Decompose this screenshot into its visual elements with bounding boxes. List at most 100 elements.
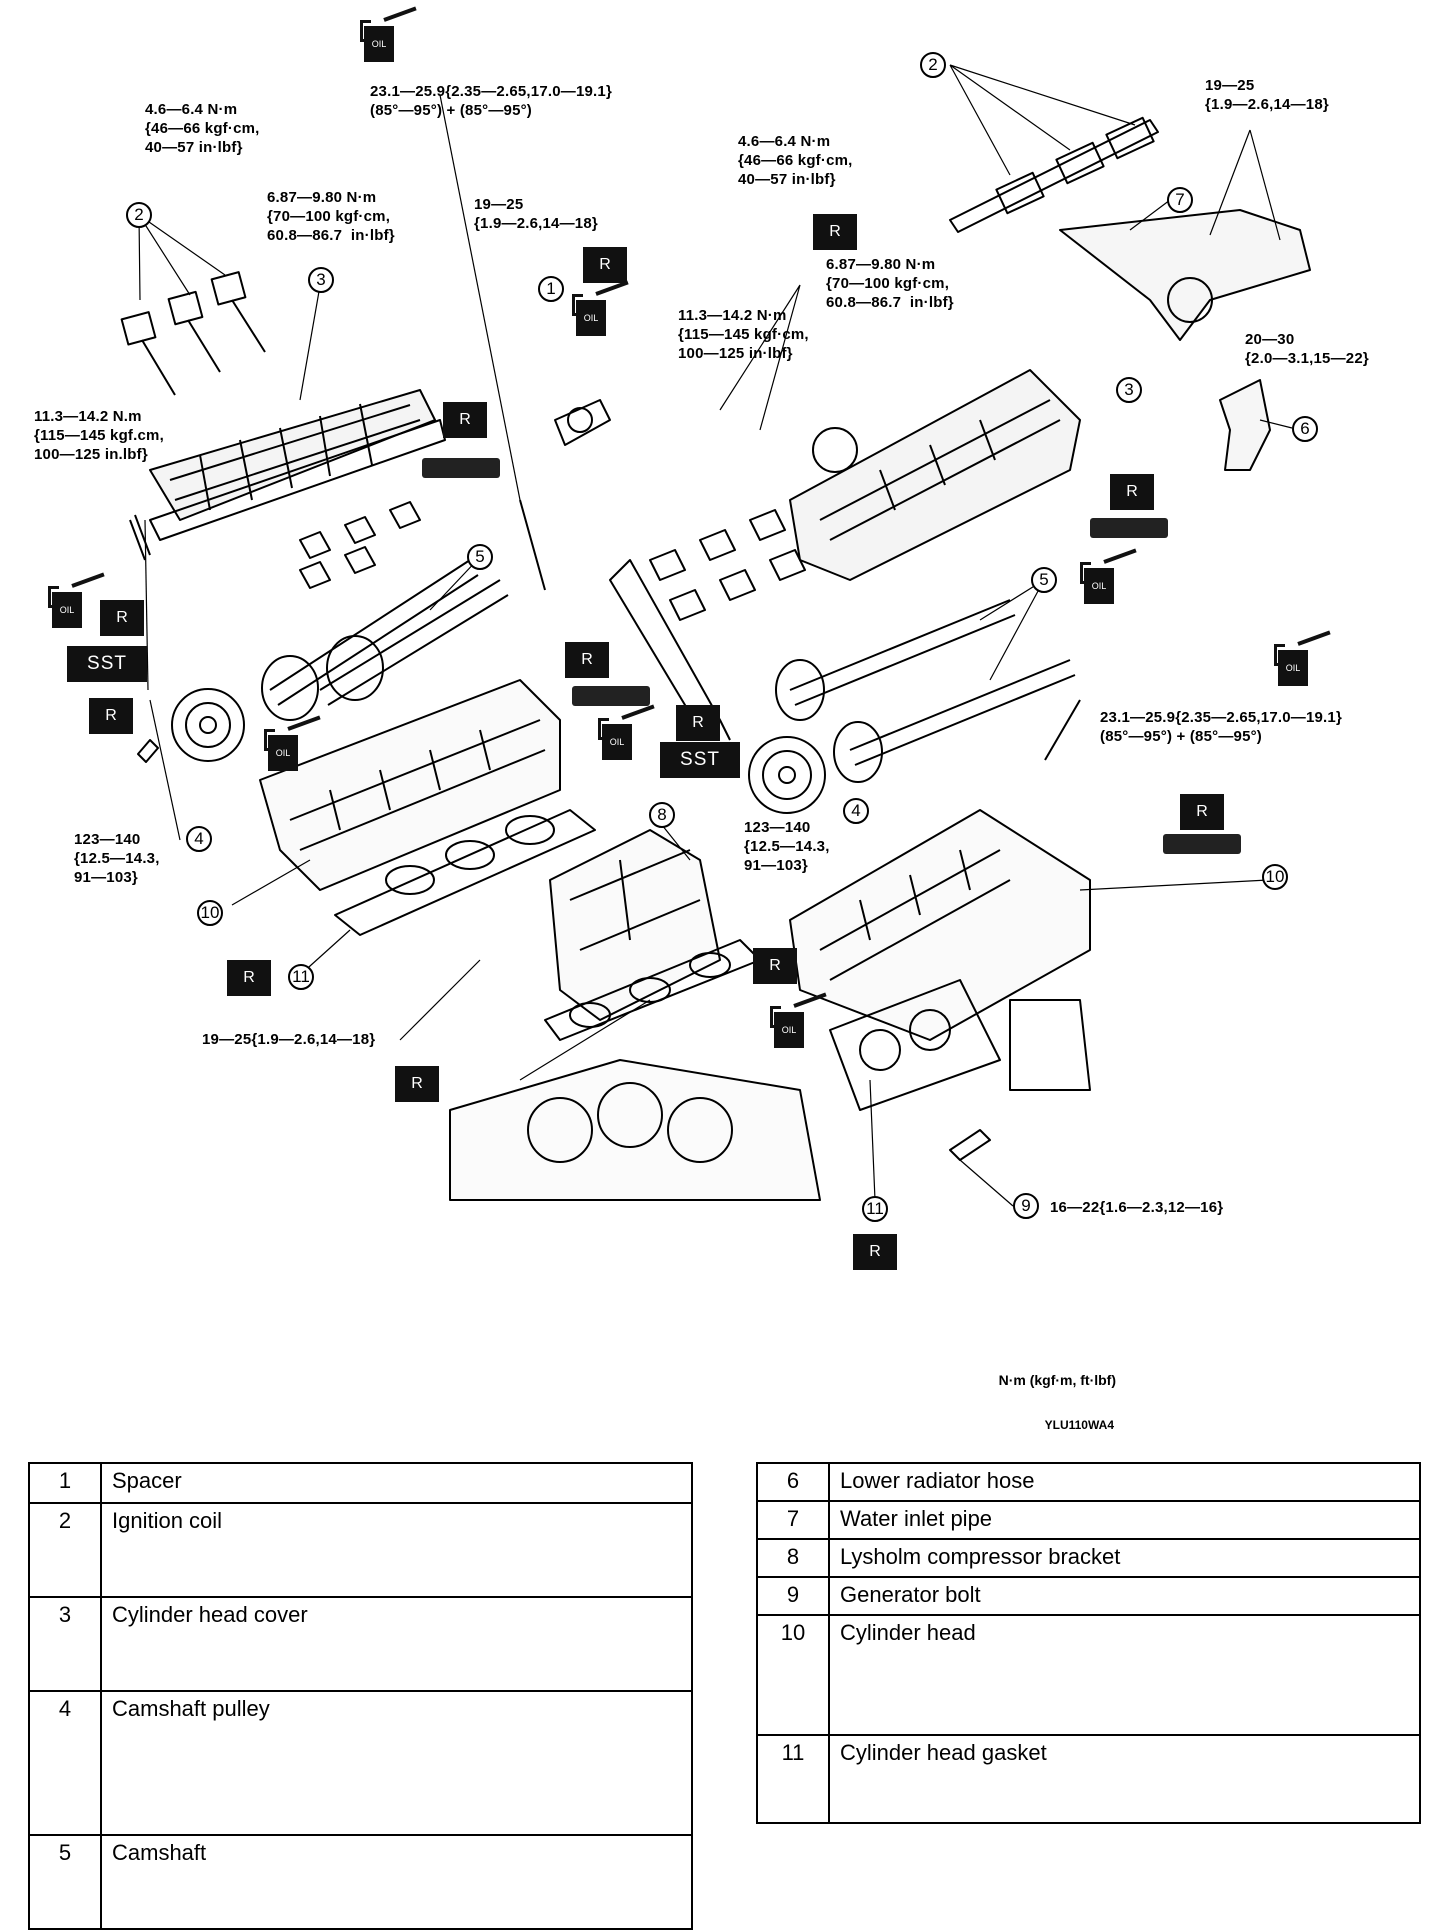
- callout-1-spacer: 1: [538, 276, 564, 302]
- legend-part-name: Cylinder head: [828, 1614, 1421, 1736]
- legend-number: 11: [756, 1734, 830, 1824]
- left-cylinder-head: [259, 679, 561, 891]
- replace-badge: R: [813, 214, 857, 250]
- callout-10-cylinder-head-right: 10: [1262, 864, 1288, 890]
- replace-badge: R: [89, 698, 133, 734]
- legend-number: 2: [28, 1502, 102, 1598]
- replace-badge: R: [100, 600, 144, 636]
- callout-8-lysholm-bracket: 8: [649, 802, 675, 828]
- small-bolts: [129, 514, 991, 1161]
- oil-can-icon: OIL: [46, 572, 106, 630]
- units-label: N·m (kgf·m, ft·lbf): [998, 1372, 1116, 1388]
- legend-part-name: Lysholm compressor bracket: [828, 1538, 1421, 1578]
- torque-spec-pulley-left: 123—140 {12.5—14.3, 91—103}: [74, 831, 160, 886]
- oil-can-icon: OIL: [1078, 548, 1138, 606]
- legend-part-name: Ignition coil: [100, 1502, 693, 1598]
- left-camshafts: [261, 501, 509, 721]
- oil-can-icon: OIL: [262, 715, 322, 773]
- torque-spec-coil-bolt-right: 4.6—6.4 N·m {46—66 kgf·cm, 40—57 in·lbf}: [738, 133, 853, 188]
- legend-number: 4: [28, 1690, 102, 1836]
- replace-badge: R: [753, 948, 797, 984]
- legend-number: 7: [756, 1500, 830, 1540]
- legend-number: 8: [756, 1538, 830, 1578]
- torque-spec-cover-right: 6.87—9.80 N·m {70—100 kgf·cm, 60.8—86.7 …: [826, 256, 954, 311]
- legend-part-name: Camshaft pulley: [100, 1690, 693, 1836]
- right-camshafts: [775, 599, 1076, 783]
- callout-9-generator-bolt: 9: [1013, 1193, 1039, 1219]
- replace-badge: R: [395, 1066, 439, 1102]
- legend-number: 5: [28, 1834, 102, 1930]
- callout-3-head-cover-left: 3: [308, 267, 334, 293]
- callout-4-camshaft-pulley-left: 4: [186, 826, 212, 852]
- torque-spec-generator-bolt: 16—22{1.6—2.3,12—16}: [1050, 1199, 1224, 1216]
- oil-can-icon: OIL: [768, 992, 828, 1050]
- special-service-tool-badge: SST: [660, 742, 740, 778]
- oil-can-icon: OIL: [358, 6, 418, 64]
- leader-lines: [138, 64, 1293, 1207]
- torque-spec-bracket-bolt: 19—25{1.9—2.6,14—18}: [202, 1031, 376, 1048]
- oil-can-icon: OIL: [596, 704, 656, 762]
- legend-part-name: Lower radiator hose: [828, 1462, 1421, 1502]
- callout-11-gasket-right: 11: [862, 1196, 888, 1222]
- callout-5-camshaft-left: 5: [467, 544, 493, 570]
- legend-number: 3: [28, 1596, 102, 1692]
- legend-part-name: Spacer: [100, 1462, 693, 1504]
- legend-part-name: Camshaft: [100, 1834, 693, 1930]
- right-camshaft-pulley: [748, 736, 826, 814]
- replace-badge: R: [227, 960, 271, 996]
- torque-spec-pulley-center: 123—140 {12.5—14.3, 91—103}: [744, 819, 830, 874]
- replace-badge: R: [443, 402, 487, 438]
- torque-spec-cover-bolt-center: 11.3—14.2 N·m {115—145 kgf·cm, 100—125 i…: [678, 307, 809, 362]
- left-cylinder-head-cover: [149, 389, 446, 541]
- legend-part-name: Water inlet pipe: [828, 1500, 1421, 1540]
- lysholm-compressor-bracket: [549, 829, 721, 1021]
- torque-spec-coil-bolt-left: 4.6—6.4 N·m {46—66 kgf·cm, 40—57 in·lbf}: [145, 101, 260, 156]
- callout-5-camshaft-right: 5: [1031, 567, 1057, 593]
- torque-spec-head-bolt-right: 23.1—25.9{2.35—2.65,17.0—19.1} (85°—95°)…: [1100, 709, 1343, 745]
- head-bolts: [519, 499, 1081, 761]
- legend-number: 6: [756, 1462, 830, 1502]
- special-service-tool-badge: SST: [67, 646, 147, 682]
- sealant-icon: [422, 458, 500, 478]
- engine-exploded-view: [120, 64, 1311, 1207]
- torque-spec-pipe-top-right: 19—25 {1.9—2.6,14—18}: [1205, 77, 1329, 113]
- callout-6-radiator-hose: 6: [1292, 416, 1318, 442]
- replace-badge: R: [1180, 794, 1224, 830]
- callout-7-water-inlet-pipe: 7: [1167, 187, 1193, 213]
- callout-2-ignition-coil-left: 2: [126, 202, 152, 228]
- torque-spec-cover-left: 6.87—9.80 N·m {70—100 kgf·cm, 60.8—86.7 …: [267, 189, 395, 244]
- figure-code: YLU110WA4: [1044, 1418, 1114, 1432]
- legend-number: 1: [28, 1462, 102, 1504]
- replace-badge: R: [565, 642, 609, 678]
- callout-3-head-cover-right: 3: [1116, 377, 1142, 403]
- spacer: [554, 399, 611, 446]
- oil-can-icon: OIL: [570, 280, 630, 338]
- callout-11-gasket-left: 11: [288, 964, 314, 990]
- legend-number: 10: [756, 1614, 830, 1736]
- ignition-coils-right: [949, 116, 1159, 233]
- oil-can-icon: OIL: [1272, 630, 1332, 688]
- sealant-icon: [1163, 834, 1241, 854]
- sealant-icon: [1090, 518, 1168, 538]
- replace-badge: R: [676, 705, 720, 741]
- torque-spec-spacer-left: 19—25 {1.9—2.6,14—18}: [474, 196, 598, 232]
- water-inlet-pipe: [1059, 209, 1311, 341]
- right-cylinder-head-cover: [789, 369, 1081, 581]
- replace-badge: R: [1110, 474, 1154, 510]
- torque-spec-pipe-right: 20—30 {2.0—3.1,15—22}: [1245, 331, 1369, 367]
- left-head-gasket: [334, 809, 596, 936]
- replace-badge: R: [583, 247, 627, 283]
